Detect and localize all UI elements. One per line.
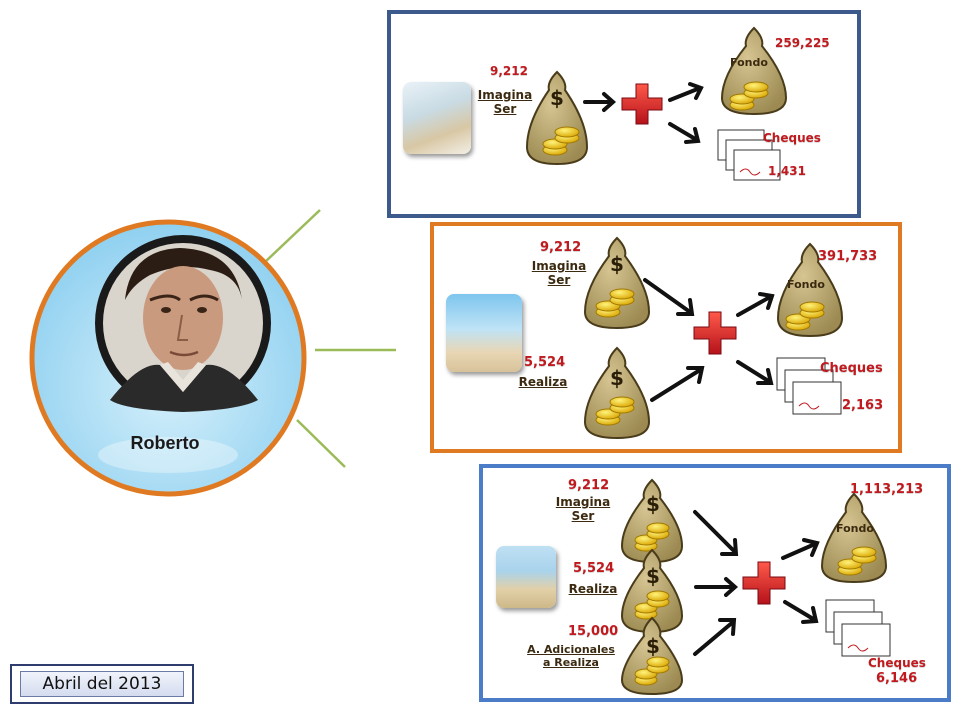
cheques-label: Cheques [763,131,821,145]
cheques-label: Cheques [820,361,883,376]
cheques-label: Cheques [868,656,926,670]
money-bag-icon [720,26,788,116]
plus-icon [693,311,737,355]
plus-icon [621,83,663,125]
money-bag-icon [776,242,844,338]
cheques-value: 6,146 [876,671,918,686]
arrow-icon [693,510,739,656]
coins-icon [634,590,670,620]
arrow-icon [668,82,704,144]
source-value: 15,000 [568,624,619,639]
photo-beach-couple [446,294,522,372]
source-value: 5,524 [573,561,615,576]
coins-icon [634,522,670,552]
connector-lines [264,209,396,468]
dollar-sign: $ [646,564,660,588]
arrow-icon [781,538,820,624]
arrow-icon [583,92,617,112]
fondo-value: 259,225 [775,36,830,50]
profile-name: Roberto [130,433,200,453]
coins-icon [595,288,635,318]
date-box: Abril del 2013 [10,664,194,704]
cheques-value: 1,431 [768,164,806,178]
photo-couple [403,82,471,154]
fondo-label: Fondo [787,278,825,291]
dollar-sign: $ [610,366,624,390]
coins-icon [785,301,825,331]
fondo-value: 1,113,213 [850,482,924,497]
cheques-value: 2,163 [842,398,884,413]
scenario-panel-3 [479,464,951,702]
cheques-icon [776,357,842,415]
arrow-icon [643,278,705,402]
fondo-value: 391,733 [818,249,878,264]
source-label: Realiza [518,375,568,389]
source-value: 9,212 [540,240,582,255]
source-value: 9,212 [568,478,610,493]
fondo-label: Fondo [836,522,874,535]
fondo-label: Fondo [730,56,768,69]
coins-icon [729,81,769,111]
coins-icon [542,126,580,156]
source-value: 9,212 [490,64,528,78]
dollar-sign: $ [646,492,660,516]
cheques-icon [717,129,781,181]
dollar-sign: $ [610,252,624,276]
coins-icon [837,546,877,576]
source-value: 5,524 [524,355,566,370]
avatar [95,235,271,412]
arrow-icon [736,292,775,385]
date-label: Abril del 2013 [20,671,184,697]
dollar-sign: $ [646,634,660,658]
source-label: Realiza [568,582,618,596]
plus-icon [742,561,786,605]
photo-group-beach [496,546,556,608]
coins-icon [634,656,670,686]
coins-icon [595,396,635,426]
dollar-sign: $ [550,86,564,110]
cheques-icon [825,599,891,657]
